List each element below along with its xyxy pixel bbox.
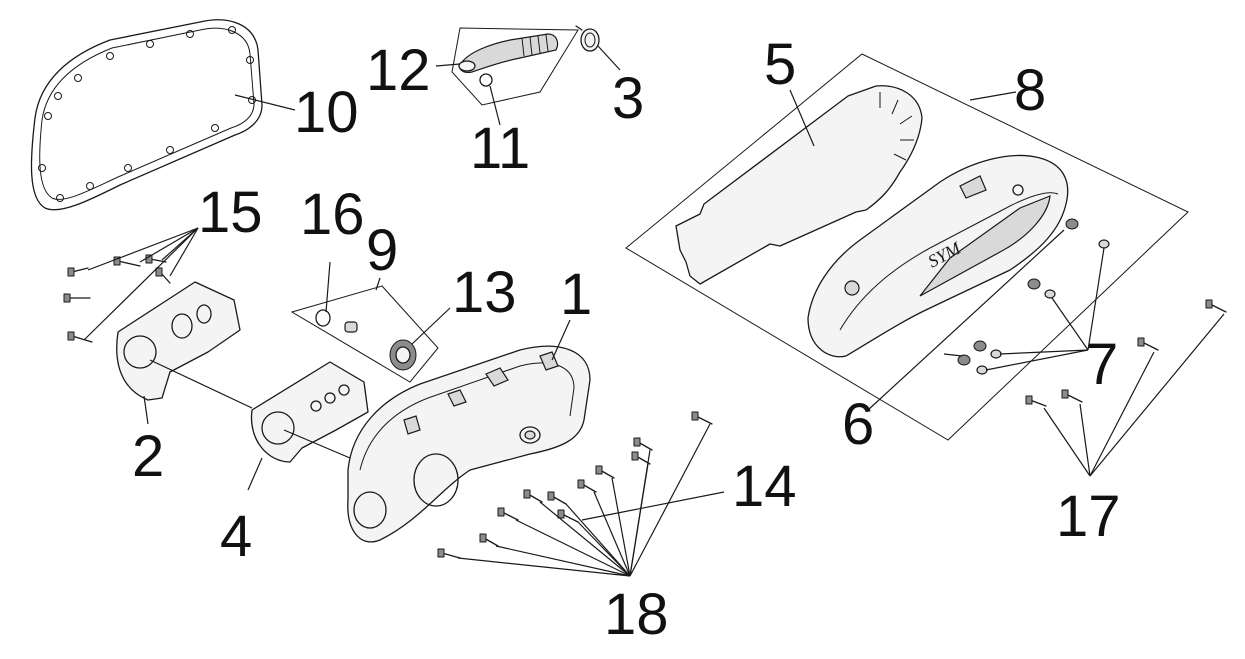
crankcase-cover-part-1 — [347, 345, 591, 543]
leader-10 — [234, 94, 296, 111]
callout-15: 15 — [198, 180, 263, 245]
hose-clamp-part-3 — [575, 25, 600, 52]
outer-plate-part-4 — [250, 361, 369, 463]
callout-6: 6 — [842, 392, 874, 457]
callout-8: 8 — [1014, 58, 1046, 123]
callout-5: 5 — [764, 32, 796, 97]
callout-12: 12 — [366, 38, 431, 103]
leader-5 — [789, 89, 815, 147]
leader-16 — [325, 261, 331, 313]
leader-13 — [411, 307, 451, 345]
leader-6b — [943, 353, 963, 357]
gasket-part-10 — [30, 19, 263, 211]
outer-cover-group-frame-8 — [625, 53, 1189, 441]
guide-2-4 — [149, 359, 253, 409]
leader-2 — [143, 395, 149, 425]
leaders-18 — [457, 423, 711, 577]
callout-7: 7 — [1086, 332, 1118, 397]
callout-16: 16 — [300, 182, 365, 247]
callout-9: 9 — [366, 218, 398, 283]
leader-6 — [867, 229, 1065, 411]
callout-3: 3 — [612, 66, 644, 131]
callout-4: 4 — [220, 504, 252, 569]
callout-11: 11 — [470, 116, 530, 181]
callout-1: 1 — [560, 262, 592, 327]
leaders-15 — [83, 227, 199, 341]
leaders-7 — [985, 247, 1105, 371]
o-ring-part-11 — [479, 73, 493, 87]
outer-cover-part-8: SYM — [807, 154, 1069, 358]
bolts-part-15 — [63, 254, 171, 343]
bearing-group-frame-9 — [290, 285, 439, 383]
bearing-part-13 — [389, 339, 417, 371]
callout-2: 2 — [132, 424, 164, 489]
callout-14: 14 — [732, 454, 797, 519]
insulation-sheet-part-5 — [675, 85, 923, 285]
inner-plate-part-2 — [116, 281, 241, 401]
bolts-part-18 — [437, 411, 713, 559]
spacer — [344, 321, 358, 333]
leader-3 — [597, 45, 621, 71]
callout-17: 17 — [1056, 484, 1121, 549]
callout-13: 13 — [452, 260, 517, 325]
leader-1 — [551, 319, 571, 361]
leaders-17 — [1043, 313, 1225, 477]
nuts-part-6 — [957, 218, 1079, 366]
leader-9 — [375, 277, 381, 291]
leader-14 — [581, 491, 725, 521]
leader-4 — [247, 457, 263, 491]
callout-10: 10 — [294, 80, 359, 145]
leader-8 — [969, 91, 1017, 101]
seal-ring-part-16 — [315, 309, 331, 327]
guide-4-1 — [283, 429, 351, 459]
callout-18: 18 — [604, 582, 669, 647]
leader-11 — [489, 85, 501, 126]
bolts-part-17 — [1025, 299, 1227, 407]
intake-duct-part-12 — [458, 33, 559, 73]
leader-12 — [435, 63, 461, 67]
